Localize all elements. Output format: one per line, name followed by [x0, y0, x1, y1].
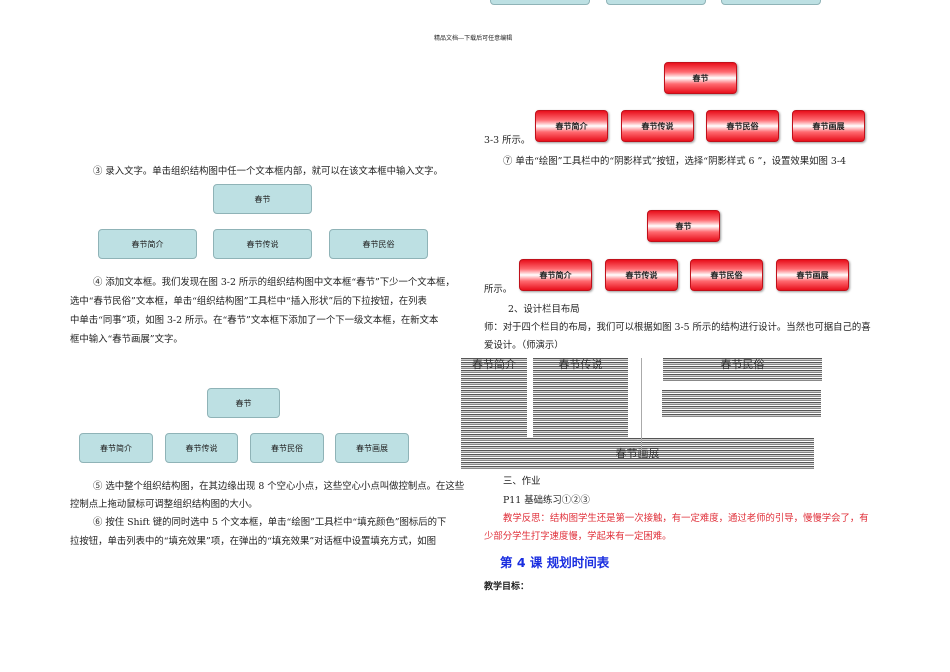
org-box-red: 春节传说 — [621, 110, 694, 142]
org-box-red: 春节简介 — [519, 259, 592, 291]
fig34-text: 所示。 — [484, 284, 513, 295]
fig33-text: 3-3 所示。 — [484, 135, 531, 146]
org-box: 春节画展 — [335, 433, 409, 463]
step5-text: ⑤ 选中整个组织结构图，在其边缘出现 8 个空心小点，这些空心小点叫做控制点。在… — [93, 481, 465, 492]
org-box-partial — [606, 0, 706, 5]
step4-text: ④ 添加文本框。我们发现在图 3-2 所示的组织结构图中文本框“春节”下少一个文… — [93, 277, 455, 288]
layout-block: 春节画展 — [461, 438, 814, 469]
reflection-text: 教学反思：结构图学生还是第一次接触，有一定难度，通过老师的引导，慢慢学会了，有 — [503, 513, 869, 524]
org-box: 春节传说 — [213, 229, 312, 259]
org-box-red: 春节画展 — [776, 259, 849, 291]
step5-text: 控制点上拖动鼠标可调整组织结构图的大小。 — [70, 499, 258, 510]
step4-text: 中单击“同事”项，如图 3-2 所示。在“春节”文本框下添加了一个下一级文本框，… — [70, 315, 439, 326]
step4-text: 框中输入“春节画展”文字。 — [70, 334, 183, 345]
step4-text: 选中“春节民俗”文本框，单击“组织结构图”工具栏中“插入形状”后的下拉按钮，在列… — [70, 296, 427, 307]
teacher-text: 师：对于四个栏目的布局，我们可以根据如图 3-5 所示的结构进行设计。当然也可据… — [484, 322, 871, 333]
layout-block: 春节民俗 — [663, 358, 822, 382]
org-box-root-red: 春节 — [647, 210, 720, 242]
layout-block-label: 春节传说 — [558, 358, 603, 371]
layout-block-label: 春节简介 — [472, 358, 516, 371]
section-heading: 2、设计栏目布局 — [508, 304, 580, 315]
layout-block: 春节简介 — [461, 358, 527, 437]
org-box-red: 春节传说 — [605, 259, 678, 291]
org-box-partial — [721, 0, 821, 5]
org-box: 春节民俗 — [329, 229, 428, 259]
step7-text: ⑦ 单击“绘图”工具栏中的“阴影样式”按钮，选择“阴影样式 6 ”，设置效果如图… — [503, 156, 846, 167]
layout-block: 春节传说 — [533, 358, 628, 437]
step3-text: ③ 录入文字。单击组织结构图中任一个文本框内部，就可以在该文本框中输入文字。 — [93, 166, 443, 177]
teacher-text: 爱设计。（师演示） — [484, 340, 564, 351]
org-box-red: 春节简介 — [535, 110, 608, 142]
page-header: 精品文档---下载后可任意编辑 — [434, 35, 513, 42]
org-box: 春节传说 — [165, 433, 238, 463]
layout-block-label: 春节画展 — [615, 446, 660, 460]
org-box-red: 春节民俗 — [706, 110, 779, 142]
reflection-text: 少部分学生打字速度慢，学起来有一定困难。 — [484, 531, 672, 542]
org-box: 春节简介 — [98, 229, 197, 259]
homework-item: P11 基础练习①②③ — [503, 495, 590, 506]
divider-line — [641, 358, 642, 458]
step6-text: 拉按钮，单击列表中的“填充效果”项，在弹出的“填充效果”对话框中设置填充方式，如… — [70, 536, 437, 547]
org-box-root-red: 春节 — [664, 62, 737, 94]
goals-heading: 教学目标： — [484, 582, 530, 592]
org-box-root: 春节 — [213, 184, 312, 214]
org-box-red: 春节民俗 — [690, 259, 763, 291]
lesson-title: 第 4 课 规划时间表 — [500, 555, 610, 570]
org-box-root: 春节 — [207, 388, 280, 418]
layout-block-label: 春节民俗 — [720, 358, 765, 371]
layout-block — [662, 390, 821, 417]
step6-text: ⑥ 按住 Shift 键的同时选中 5 个文本框，单击“绘图”工具栏中“填充颜色… — [93, 517, 447, 528]
homework-heading: 三、作业 — [503, 476, 541, 487]
org-box-red: 春节画展 — [792, 110, 865, 142]
org-box: 春节民俗 — [250, 433, 324, 463]
org-box: 春节简介 — [79, 433, 153, 463]
org-box-partial — [490, 0, 590, 5]
